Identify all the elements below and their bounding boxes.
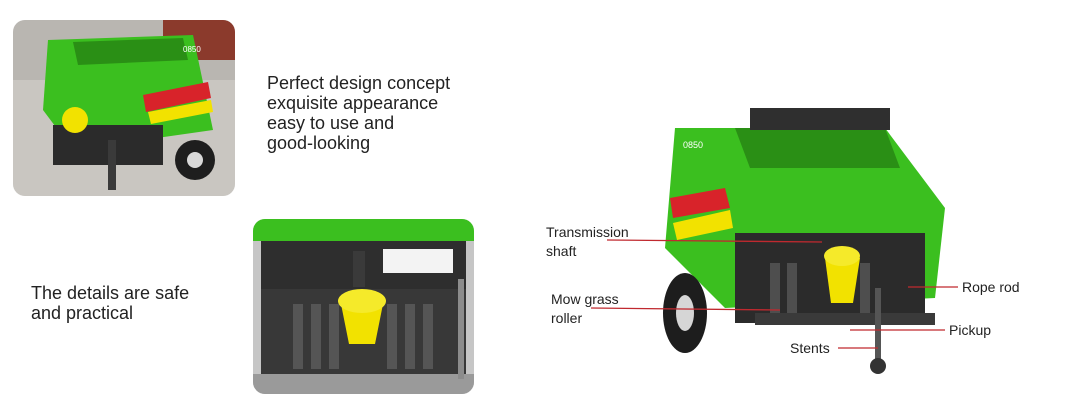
callout-mow-line-1: Mow grass [551,291,619,307]
baler-photo-annotated: 0850 [655,98,955,378]
baler-photo-outdoor: 0850 [13,20,235,196]
callout-transmission-line-2: shaft [546,243,577,259]
machine-badge: 0850 [183,45,201,54]
callout-mow-grass-roller: Mow grass roller [551,290,619,328]
leader-mow-grass-roller [590,307,781,311]
details-line-1: The details are safe [31,283,190,303]
callout-rope-rod: Rope rod [962,279,1020,295]
details-line-2: and practical [31,303,134,323]
callout-mow-line-2: roller [551,310,583,326]
baler-photo-detail [253,219,474,394]
callout-transmission-line-1: Transmission [546,224,629,240]
machine-badge-large: 0850 [683,140,703,150]
callout-pickup: Pickup [949,322,992,338]
callout-stents: Stents [790,340,830,356]
details-description: The details are safe and practical [31,283,189,323]
design-line-1: Perfect design concept [267,73,451,93]
design-description: Perfect design concept exquisite appeara… [267,73,450,153]
design-line-2: exquisite appearance [267,93,439,113]
leader-transmission-shaft [606,239,823,243]
design-line-3: easy to use and [267,113,395,133]
callout-transmission-shaft: Transmission shaft [546,223,629,261]
design-line-4: good-looking [267,133,371,153]
